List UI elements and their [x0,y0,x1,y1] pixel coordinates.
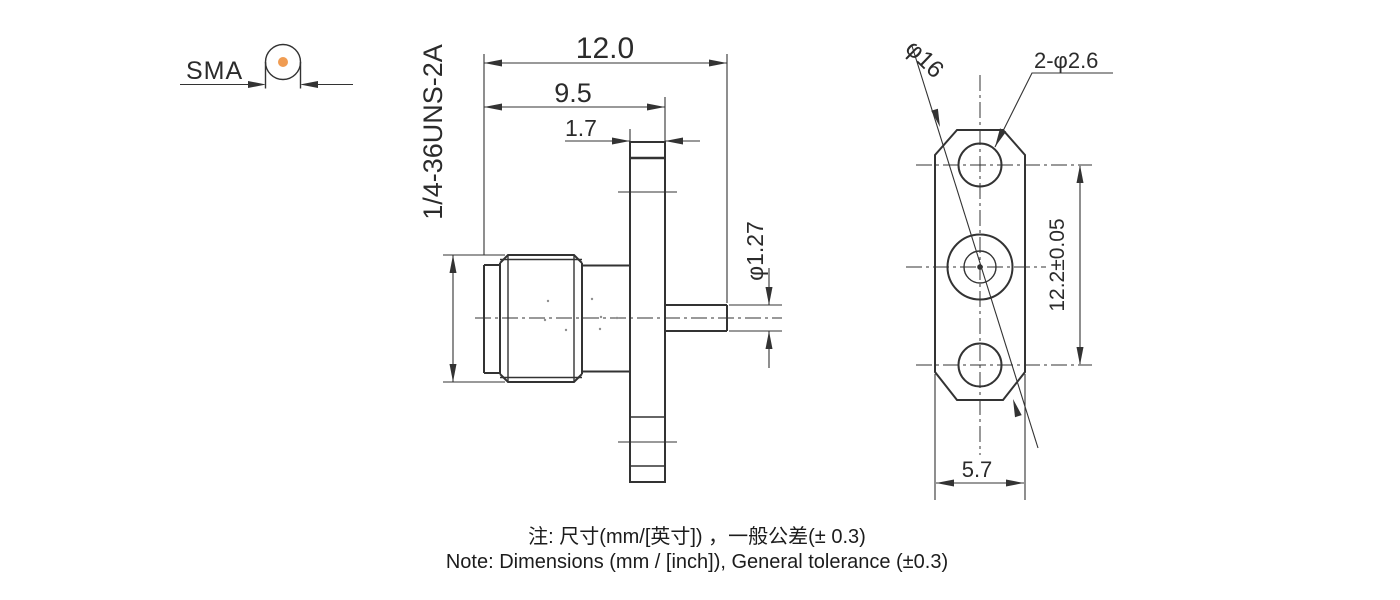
dim-hole-spacing-label: 12.2±0.05 [1046,218,1069,311]
dim-thread-lines [443,254,505,383]
interface-inner-circle [963,250,997,284]
flange-hole-centerlines [618,191,677,443]
dim-flange-diameter-label: φ16 [900,35,949,84]
arrow-left-icon [936,479,954,487]
arrow-down-right-icon [931,108,940,127]
thread-outer-profile [499,254,583,383]
arrow-down-left-icon [995,128,1007,147]
dim-pin-diameter-label: φ1.27 [742,221,768,281]
arrow-up-icon [449,255,457,273]
mounting-hole-top [957,142,1003,188]
arrow-up-icon [1076,165,1084,183]
flange-hole-bottom-edges [630,416,665,467]
arrow-left-icon [300,81,318,88]
leader-mounting-holes: 2-φ2.6 [994,48,1113,148]
threaded-section [499,254,583,383]
arrow-down-icon [1076,347,1084,365]
thread-minor-lines [500,255,582,382]
note-line-en: Note: Dimensions (mm / [inch]), General … [446,551,948,573]
mounting-hole-bottom [957,342,1003,388]
flange-outline [934,129,1026,401]
dimension-total-length: 12.0 [483,32,728,303]
dim-12-lines [483,54,728,303]
flange-side [618,141,677,483]
notes: 注: 尺寸(mm/[英寸]) ，一般公差(± 0.3) Note: Dimens… [446,525,948,573]
arrow-right-icon [612,137,630,145]
rear-cylinder [582,264,630,373]
dim-body-length-label: 9.5 [554,78,592,108]
sma-symbol: SMA [180,43,353,89]
dim-mounting-holes-label: 2-φ2.6 [1034,48,1098,73]
arrow-right-icon [1006,479,1024,487]
dimension-pin-diameter: φ1.27 [729,221,782,368]
dim-95-lines [484,97,666,143]
interface-outer-circle [946,233,1014,301]
arrow-left-icon [484,59,502,67]
flange-dia-leader-line [911,45,1039,449]
arrow-down-icon [765,287,773,305]
dimension-body-length: 9.5 [484,78,666,143]
arrow-right-icon [647,103,665,111]
thread-spec-label: 1/4-36UNS-2A [418,44,448,220]
leader-flange-diameter: φ16 [900,35,1039,449]
holes-leader-line [994,72,1113,148]
dimension-flange-width: 5.7 [934,374,1026,500]
note-line-zh: 注: 尺寸(mm/[英寸]) ，一般公差(± 0.3) [528,525,866,548]
arrow-left-icon [665,137,683,145]
dim-flange-width-label: 5.7 [962,457,993,482]
sma-label: SMA [186,57,243,85]
dim-flange-thickness-label: 1.7 [565,115,597,141]
arrow-up-left-icon [1013,399,1022,418]
flange-plate [629,141,666,483]
contact-pin [665,304,728,332]
dimension-flange-thickness: 1.7 [565,115,700,145]
dim-pin-lines [729,268,782,368]
pin-tangent-lines [264,62,302,89]
arrow-up-icon [765,331,773,349]
dimension-hole-spacing: 12.2±0.05 [1046,165,1084,365]
arrow-right-icon [248,81,266,88]
arrow-down-icon [449,364,457,382]
speckles [543,297,619,332]
body-front-step [483,264,500,374]
arrow-right-icon [709,59,727,67]
dim-total-length-label: 12.0 [576,32,634,65]
side-view: 12.0 9.5 1.7 1/4-36UNS-2A φ1 [418,32,782,483]
center-conductor-dot [278,57,288,67]
front-view: φ16 2-φ2.6 12.2±0.05 5.7 [900,35,1113,500]
arrow-left-icon [484,103,502,111]
dimension-thread: 1/4-36UNS-2A [418,44,505,383]
